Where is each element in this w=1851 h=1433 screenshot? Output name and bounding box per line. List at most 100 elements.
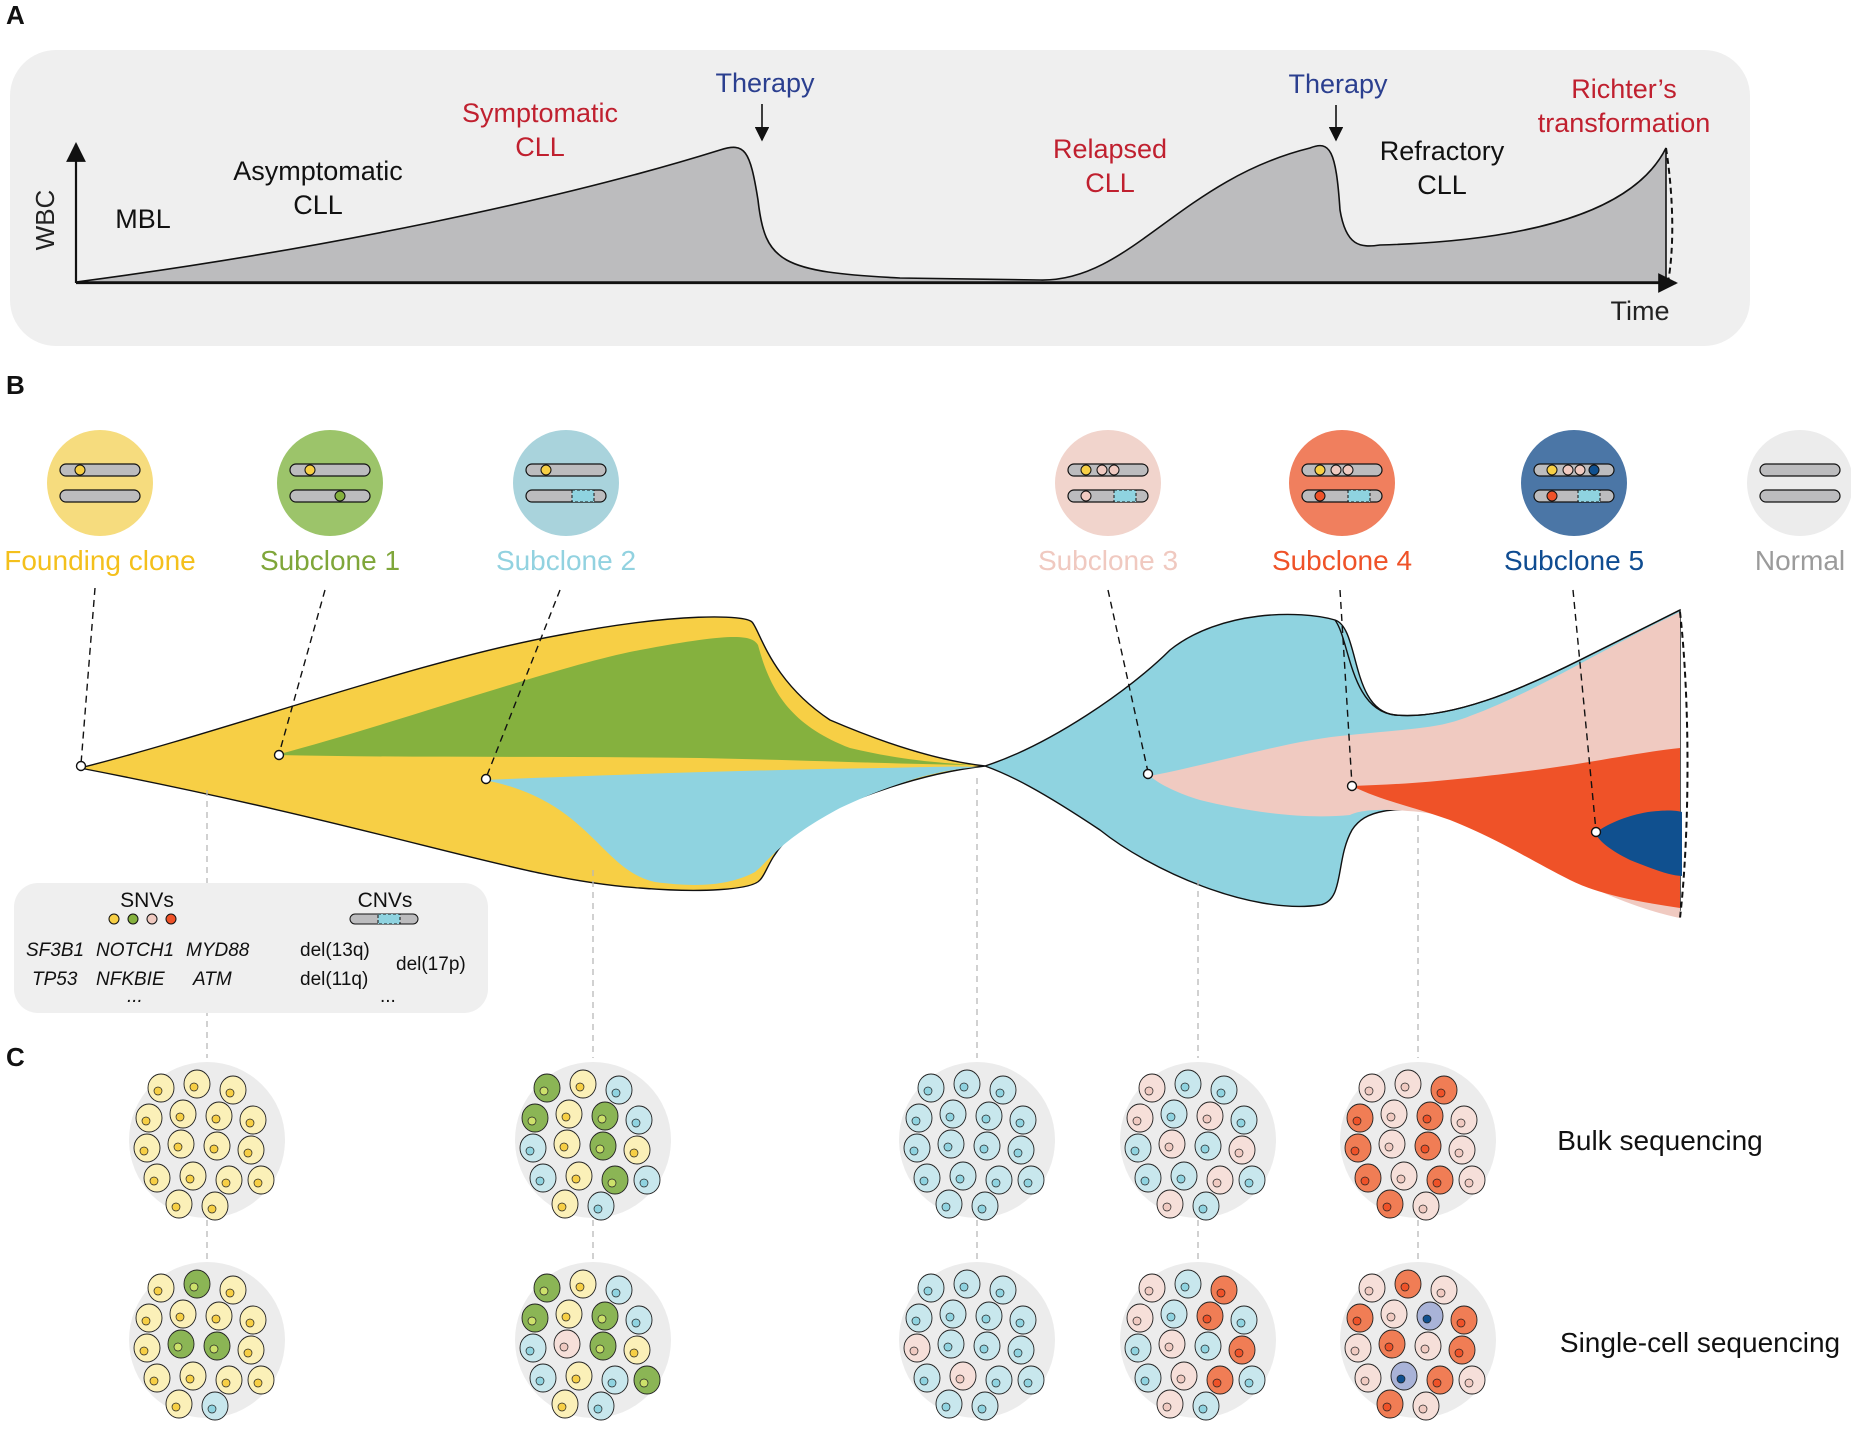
subclone-2-area bbox=[484, 766, 978, 885]
cell-nucleus bbox=[1015, 1318, 1025, 1328]
cell-nucleus bbox=[153, 1286, 163, 1296]
cell-nucleus bbox=[1396, 1374, 1406, 1384]
panel-b-letter: B bbox=[6, 370, 25, 400]
cell-nucleus bbox=[977, 1204, 987, 1214]
cell-nucleus bbox=[1464, 1378, 1474, 1388]
cell-group bbox=[515, 1262, 671, 1421]
cell-nucleus bbox=[1436, 1088, 1446, 1098]
cell-nucleus bbox=[1130, 1146, 1140, 1156]
cell-nucleus bbox=[995, 1088, 1005, 1098]
cell-nucleus bbox=[1164, 1142, 1174, 1152]
cell-nucleus bbox=[1212, 1178, 1222, 1188]
row-label-bulk: Bulk sequencing bbox=[1557, 1125, 1762, 1156]
cell-group bbox=[1120, 1262, 1276, 1421]
cell-nucleus bbox=[525, 1346, 535, 1356]
stage-line: Richter’s bbox=[1571, 74, 1677, 104]
cell-nucleus bbox=[207, 1404, 217, 1414]
cell-nucleus bbox=[575, 1082, 585, 1092]
gene-notch1: NOTCH1 bbox=[96, 940, 174, 961]
cell-nucleus bbox=[1144, 1086, 1154, 1096]
cell-nucleus bbox=[1202, 1114, 1212, 1124]
cell-nucleus bbox=[173, 1142, 183, 1152]
clone-label-subclone-2: Subclone 2 bbox=[496, 545, 636, 576]
cell-group bbox=[899, 1062, 1055, 1221]
cell-nucleus bbox=[189, 1282, 199, 1292]
cell-nucleus bbox=[1198, 1204, 1208, 1214]
cell-nucleus bbox=[1386, 1312, 1396, 1322]
cell-nucleus bbox=[611, 1288, 621, 1298]
cell-nucleus bbox=[175, 1112, 185, 1122]
cell-nucleus bbox=[1422, 1314, 1432, 1324]
cell-nucleus bbox=[211, 1114, 221, 1124]
cell-nucleus bbox=[943, 1142, 953, 1152]
cell-nucleus bbox=[639, 1378, 649, 1388]
cell-nucleus bbox=[171, 1202, 181, 1212]
cell-nucleus bbox=[539, 1086, 549, 1096]
cell-group bbox=[515, 1062, 671, 1221]
cell-nucleus bbox=[1396, 1174, 1406, 1184]
snv-dot-yellow bbox=[108, 913, 120, 925]
cell-nucleus bbox=[1436, 1288, 1446, 1298]
chromosome-icon bbox=[277, 430, 383, 536]
cell-nucleus bbox=[911, 1116, 921, 1126]
cell-nucleus bbox=[1350, 1146, 1360, 1156]
clone-icons bbox=[47, 430, 1851, 536]
cell-nucleus bbox=[991, 1178, 1001, 1188]
gene-nfkbie: NFKBIE bbox=[96, 969, 165, 990]
cell-nucleus bbox=[979, 1344, 989, 1354]
stage-line: CLL bbox=[515, 132, 565, 162]
stage-line: Relapsed bbox=[1053, 134, 1167, 164]
cell-nucleus bbox=[153, 1086, 163, 1096]
chromosome-icon bbox=[1055, 430, 1161, 536]
cell-nucleus bbox=[909, 1346, 919, 1356]
cell-group bbox=[899, 1262, 1055, 1421]
cell-nucleus bbox=[923, 1086, 933, 1096]
cell-nucleus bbox=[1132, 1316, 1142, 1326]
cell-nucleus bbox=[1400, 1082, 1410, 1092]
cell-nucleus bbox=[1013, 1348, 1023, 1358]
cell-nucleus bbox=[207, 1204, 217, 1214]
cell-nucleus bbox=[243, 1148, 253, 1158]
cell-nucleus bbox=[525, 1146, 535, 1156]
cell-nucleus bbox=[571, 1374, 581, 1384]
cell-nucleus bbox=[1420, 1144, 1430, 1154]
cell-nucleus bbox=[185, 1374, 195, 1384]
cnv-ellipsis: ... bbox=[380, 986, 396, 1007]
origin-connectors bbox=[80, 587, 1597, 832]
cell-nucleus bbox=[1166, 1312, 1176, 1322]
cell-nucleus bbox=[959, 1282, 969, 1292]
cell-nucleus bbox=[597, 1114, 607, 1124]
cell-nucleus bbox=[923, 1286, 933, 1296]
cell-nucleus bbox=[945, 1112, 955, 1122]
chromosome-icon bbox=[1521, 430, 1627, 536]
clone-label-subclone-1: Subclone 1 bbox=[260, 545, 400, 576]
cell-group bbox=[129, 1262, 285, 1421]
fish-dashed-end bbox=[1679, 611, 1689, 919]
cell-nucleus bbox=[1234, 1148, 1244, 1158]
cell-nucleus bbox=[955, 1374, 965, 1384]
chromosome-icon bbox=[47, 430, 153, 536]
cell-nucleus bbox=[1140, 1376, 1150, 1386]
cell-nucleus bbox=[607, 1178, 617, 1188]
cell-nucleus bbox=[1140, 1176, 1150, 1186]
cell-nucleus bbox=[941, 1402, 951, 1412]
cell-nucleus bbox=[149, 1376, 159, 1386]
cell-nucleus bbox=[1386, 1112, 1396, 1122]
cell-nucleus bbox=[1130, 1346, 1140, 1356]
mutation-legend: SNVs CNVs SF3B1 NOTCH1 MYD88 TP53 NFKBIE… bbox=[14, 883, 488, 1013]
cell-nucleus bbox=[1202, 1314, 1212, 1324]
cell-nucleus bbox=[631, 1118, 641, 1128]
stage-line: CLL bbox=[1085, 168, 1135, 198]
cell-nucleus bbox=[1023, 1378, 1033, 1388]
cell-group bbox=[1120, 1062, 1276, 1221]
cell-nucleus bbox=[1200, 1344, 1210, 1354]
cell-nucleus bbox=[945, 1312, 955, 1322]
cell-nucleus bbox=[1244, 1178, 1254, 1188]
cell-nucleus bbox=[561, 1312, 571, 1322]
cell-nucleus bbox=[1166, 1112, 1176, 1122]
cell-nucleus bbox=[1164, 1342, 1174, 1352]
cell-nucleus bbox=[221, 1378, 231, 1388]
